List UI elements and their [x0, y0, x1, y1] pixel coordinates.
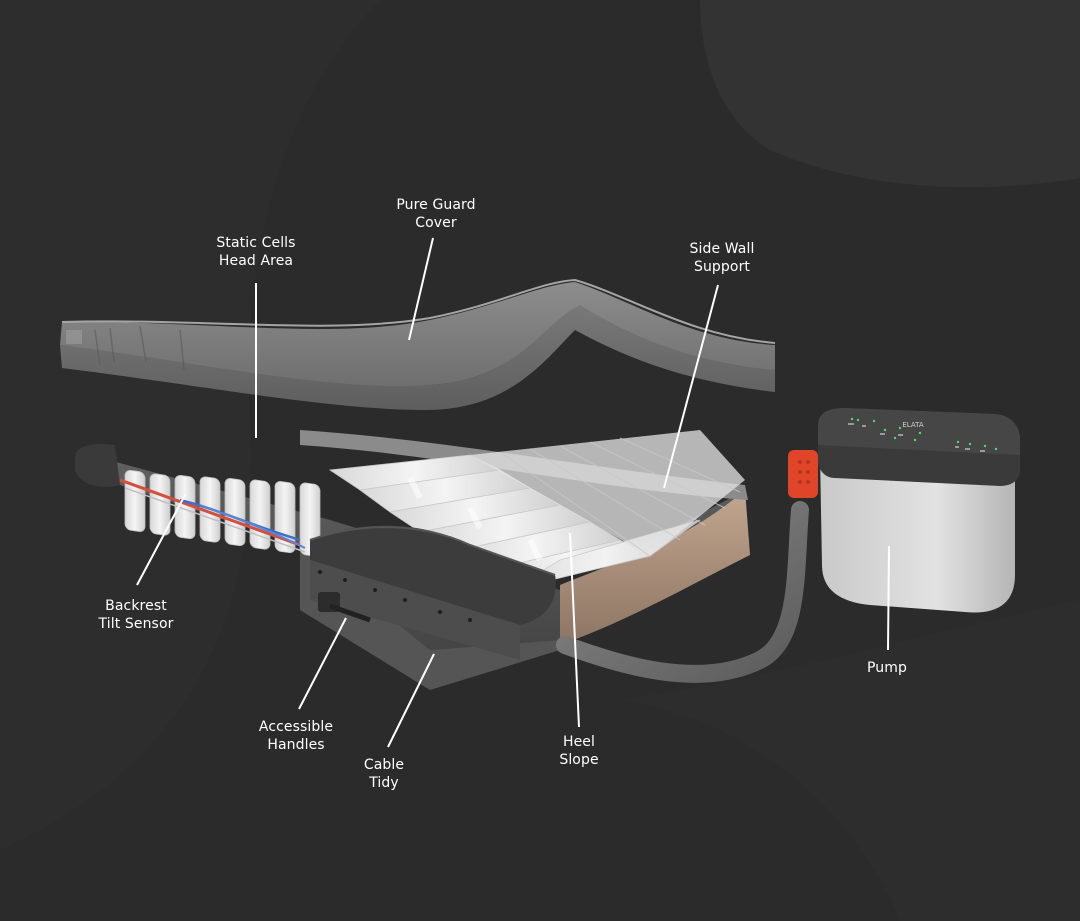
background-curve-top-right: [700, 0, 1080, 188]
label-heel-slope: Heel Slope: [559, 733, 598, 769]
callout-lines: [136, 237, 890, 748]
label-accessible-handles: Accessible Handles: [259, 718, 333, 754]
callout-line-handles: [298, 617, 347, 710]
callout-line-side-wall: [663, 284, 719, 489]
tilt-sensor-tubing: [119, 478, 306, 553]
label-line: Side Wall: [689, 241, 755, 257]
background-curve-left: [0, 0, 380, 850]
label-static-cells-head-area: Static Cells Head Area: [216, 234, 295, 270]
callout-line-backrest: [136, 494, 186, 586]
label-cable-tidy: Cable Tidy: [364, 756, 404, 792]
label-pure-guard-cover: Pure Guard Cover: [396, 196, 475, 232]
label-pump: Pump: [867, 659, 907, 677]
label-line: Handles: [267, 737, 325, 753]
label-line: Cable: [363, 757, 405, 773]
label-backrest-tilt-sensor: Backrest Tilt Sensor: [99, 597, 174, 633]
label-line: Tilt Sensor: [98, 616, 174, 632]
label-line: Tidy: [369, 775, 399, 791]
label-line: Pure Guard: [396, 197, 476, 213]
background-curve-bottom-right: [620, 600, 1080, 921]
callout-line-pure-guard-cover: [408, 237, 434, 341]
label-line: Pump: [867, 660, 907, 676]
label-line: Static Cells: [216, 235, 296, 251]
air-hose: [556, 501, 809, 683]
label-line: Slope: [559, 752, 599, 768]
foot-bolster: [309, 525, 556, 660]
pure-guard-cover: [60, 278, 776, 410]
hose-connector: [775, 448, 818, 498]
label-line: Accessible: [258, 719, 334, 735]
pump-unit: ELATA: [818, 408, 1020, 613]
callout-line-pump: [887, 545, 890, 651]
label-line: Heel: [562, 734, 596, 750]
callout-line-heel-slope: [569, 532, 580, 728]
callout-line-cable-tidy: [387, 653, 435, 748]
label-line: Head Area: [218, 253, 294, 269]
label-line: Backrest: [105, 598, 167, 614]
pump-brand-text: ELATA: [902, 421, 923, 429]
label-line: Cover: [415, 215, 457, 231]
label-line: Support: [693, 259, 751, 275]
label-side-wall-support: Side Wall Support: [690, 240, 755, 276]
